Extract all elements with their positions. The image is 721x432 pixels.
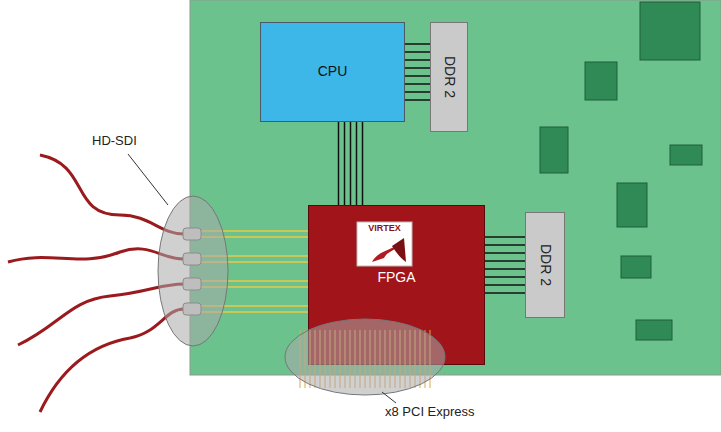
bus-wire — [405, 99, 430, 101]
node-label: FPGA — [377, 270, 415, 285]
bus-wire — [485, 284, 525, 286]
bus-wire — [485, 252, 525, 254]
memory-chip: DDR 2 — [430, 22, 468, 132]
coax-cables — [8, 155, 184, 412]
hd-sdi-highlight — [158, 196, 228, 346]
pcie-highlight — [285, 319, 445, 395]
cpu-box: CPU — [260, 22, 405, 122]
bus-wire — [405, 83, 430, 85]
logo-box — [357, 222, 412, 266]
bus-wire — [356, 122, 358, 205]
bus-wire — [405, 59, 430, 61]
bus-wire — [338, 122, 340, 205]
node-label: CPU — [318, 64, 348, 79]
bnc-connectors — [183, 228, 201, 315]
bus-wire — [350, 122, 352, 205]
logo-swoosh — [372, 242, 400, 262]
bus-label: x8 PCI Express — [385, 405, 475, 419]
leader-line — [128, 154, 168, 205]
bus-wire — [405, 67, 430, 69]
logo-mark — [392, 238, 406, 262]
bus-wire — [344, 122, 346, 205]
connector-label: HD-SDI — [92, 134, 137, 148]
leader-line — [382, 392, 396, 403]
video-traces — [200, 231, 308, 312]
bus-lines — [339, 122, 363, 205]
bus-wire — [485, 292, 525, 294]
bus-wire — [485, 276, 525, 278]
bus-wire — [362, 122, 364, 205]
bus-wire — [405, 75, 430, 77]
bus-wire — [405, 91, 430, 93]
memory-chip: DDR 2 — [525, 212, 565, 318]
bus-wire — [485, 260, 525, 262]
board — [190, 0, 721, 375]
bus-wire — [485, 268, 525, 270]
node-label: DDR 2 — [537, 244, 552, 286]
bus-wire — [485, 244, 525, 246]
bus-wire — [405, 51, 430, 53]
pcie-traces — [300, 330, 430, 388]
bus-wire — [405, 43, 430, 45]
bus-lines — [405, 44, 430, 100]
fpga-chip: FPGA — [308, 205, 485, 365]
bus-wire — [485, 236, 525, 238]
bus-lines — [485, 237, 525, 293]
node-label: DDR 2 — [441, 56, 456, 98]
